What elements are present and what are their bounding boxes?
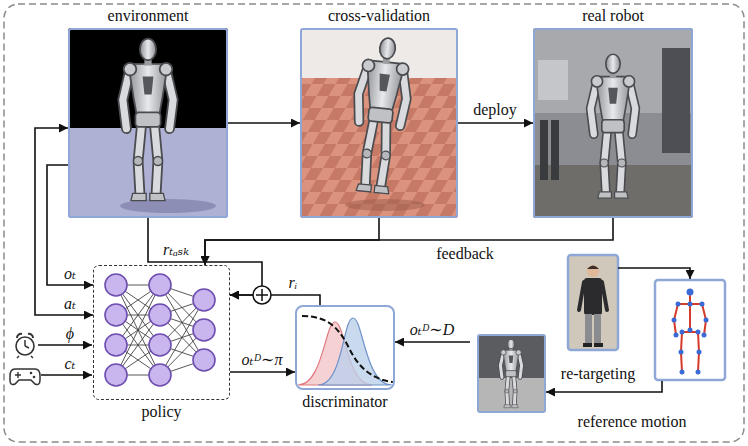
distribution-plot xyxy=(298,316,393,385)
connector xyxy=(205,218,613,265)
edge-label: deploy xyxy=(472,101,518,119)
sum-symbol xyxy=(253,286,271,304)
command-label: cₜ xyxy=(63,355,76,373)
render-frame xyxy=(478,335,545,412)
node-heading: policy xyxy=(142,403,182,421)
edge-label: oₜᴰ∼D xyxy=(409,321,456,339)
edge-label: aₜ xyxy=(63,295,77,313)
phase-label: ϕ xyxy=(65,325,75,343)
capture-arrow xyxy=(618,268,690,279)
edge-label: feedback xyxy=(435,245,495,263)
clock-icon xyxy=(16,334,34,358)
node-heading: cross-validation xyxy=(328,7,430,25)
node-heading: environment xyxy=(108,7,189,25)
discriminator-box: discriminator xyxy=(295,305,395,390)
environment-panel: environment xyxy=(68,28,228,218)
phase-arrow xyxy=(38,344,92,346)
outer-frame xyxy=(4,4,744,442)
node-heading: real robot xyxy=(582,7,644,25)
policy-box: policy xyxy=(93,265,230,400)
edge-label: oₜᴰ∼π xyxy=(240,351,283,369)
robot-panel: real robot xyxy=(533,28,693,218)
connector xyxy=(230,295,320,305)
real-robot-photo xyxy=(533,28,693,218)
cross-validation-render xyxy=(300,28,458,218)
process-label: re-targeting xyxy=(560,365,636,383)
node-heading: reference motion xyxy=(578,413,687,431)
edge-label: oₜ xyxy=(63,265,77,283)
command-arrow xyxy=(41,374,92,376)
skeleton-panel xyxy=(655,280,725,380)
reference-group: reference motion xyxy=(470,250,732,435)
neural-network xyxy=(105,274,215,386)
retargeted-robot-render xyxy=(478,335,545,412)
validation-panel: cross-validation xyxy=(300,28,458,218)
person-photo xyxy=(568,255,618,350)
edge-label: rₜₐₛₖ xyxy=(162,241,190,259)
connector xyxy=(35,128,93,315)
connector xyxy=(458,122,533,124)
edge-label: rᵢ xyxy=(288,274,299,292)
connector xyxy=(230,371,295,373)
gamepad-icon xyxy=(10,369,40,385)
connector xyxy=(205,218,379,265)
connector xyxy=(47,165,93,285)
environment-render xyxy=(68,28,228,218)
connector xyxy=(148,218,262,295)
connector xyxy=(228,122,300,124)
connector xyxy=(395,341,470,343)
node-heading: discriminator xyxy=(302,393,387,411)
